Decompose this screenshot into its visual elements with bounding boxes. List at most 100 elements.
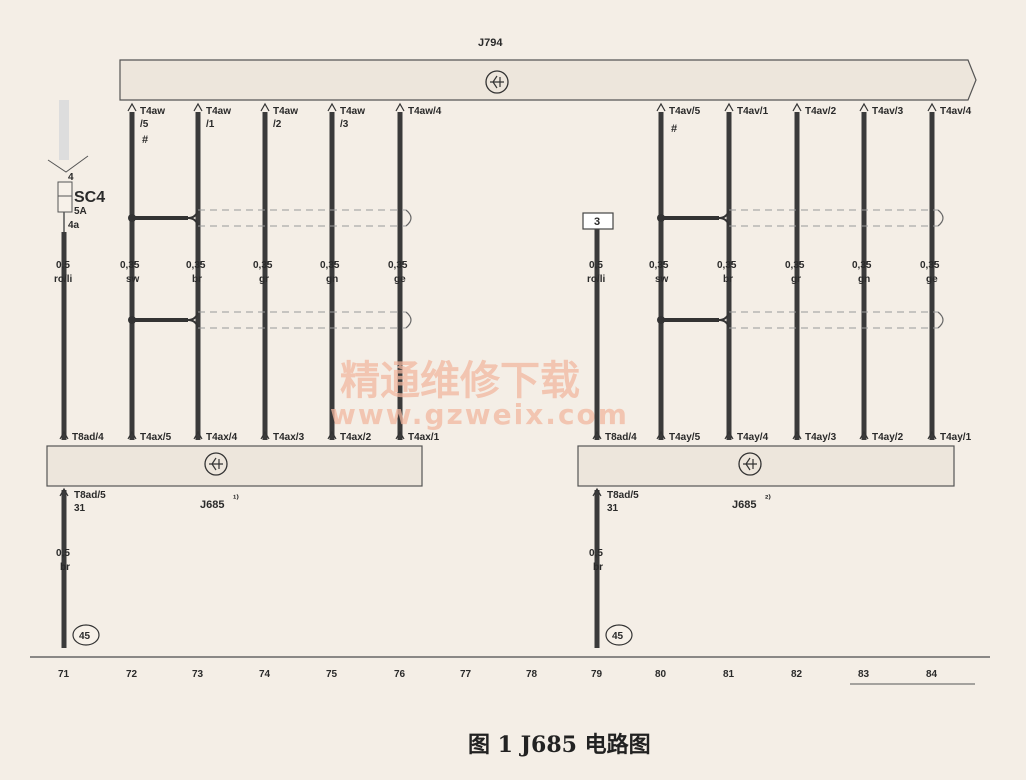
connector-box-3: 3 — [582, 212, 614, 230]
wire-color-label: sw — [126, 274, 140, 285]
wire-bottom-label: T4ay/5 — [669, 432, 701, 443]
wire-top-label: T4av/2 — [805, 106, 837, 117]
wire-color-label: gr — [791, 274, 801, 285]
arrow-up-icon — [127, 430, 137, 440]
wire-bottom-label: T4ax/3 — [273, 432, 305, 443]
fuse-name: SC4 — [74, 189, 105, 206]
arrow-up-icon — [927, 430, 937, 440]
shield-end-curve — [937, 209, 944, 227]
arrow-up-icon — [327, 430, 337, 440]
grid-number: 77 — [460, 669, 472, 680]
module-symbol-icon — [204, 452, 228, 476]
module-symbol-icon — [485, 70, 509, 94]
shield-end-curve — [405, 209, 412, 227]
wire-color-label: sw — [655, 274, 669, 285]
ground-wire-size: 0,5 — [589, 548, 603, 559]
watermark: 精通维修下载 www.gzweix.com — [330, 358, 629, 431]
wire-bottom-label: T4ax/2 — [340, 432, 372, 443]
arrow-up-icon — [656, 102, 666, 112]
wire-top-label: T4aw — [273, 106, 298, 117]
grid-number: 73 — [192, 669, 204, 680]
arrow-up-icon — [724, 102, 734, 112]
wire-color-label: ge — [926, 274, 938, 285]
wire-color-label: gn — [858, 274, 870, 285]
supply-wire-size: 0,5 — [589, 260, 603, 271]
wire-size-label: 0,35 — [186, 260, 206, 271]
ground-wire-color: br — [593, 562, 603, 573]
wire-color-label: gr — [259, 274, 269, 285]
arrow-up-icon — [927, 102, 937, 112]
wire-top-pin: /2 — [273, 119, 282, 130]
supply-wire-size: 0,5 — [56, 260, 70, 271]
watermark-line2: www.gzweix.com — [330, 398, 629, 431]
ground-point-marker — [72, 624, 100, 646]
figure-caption: 图 1 J685 电路图 — [468, 732, 651, 758]
shield-fork-line — [718, 209, 730, 227]
arrow-up-icon — [59, 430, 69, 440]
arrow-up-icon — [327, 102, 337, 112]
j794-module: J794 — [119, 37, 977, 101]
ground-point-marker — [605, 624, 633, 646]
grid-number: 78 — [526, 669, 538, 680]
grid-number: 79 — [591, 669, 603, 680]
wire-bottom-label: T4ax/4 — [206, 432, 238, 443]
grid-number: 80 — [655, 669, 667, 680]
shield-fork-line — [187, 209, 199, 227]
shield-end-curve — [937, 311, 944, 329]
ground-wire-top-label: T8ad/5 — [74, 490, 106, 501]
wire-size-label: 0,35 — [852, 260, 872, 271]
arrow-up-icon — [859, 430, 869, 440]
wire-size-label: 0,35 — [253, 260, 273, 271]
wire-top-label: T4aw/4 — [408, 106, 442, 117]
wire-bottom-label: T4ay/2 — [872, 432, 904, 443]
shield-fork-line — [187, 311, 199, 329]
grid-number: 74 — [259, 669, 271, 680]
connector-box-3-label: 3 — [594, 216, 600, 228]
hash-mark: # — [671, 123, 677, 135]
supply-wire-color: ro/li — [587, 274, 606, 285]
j794-label: J794 — [478, 37, 503, 49]
arrow-up-icon — [59, 487, 69, 497]
grid-number: 83 — [858, 669, 870, 680]
arrow-up-icon — [792, 430, 802, 440]
wire-top-label: T4aw — [340, 106, 365, 117]
wire-top-pin: /1 — [206, 119, 215, 130]
wire-color-label: br — [723, 274, 733, 285]
wire-size-label: 0,35 — [920, 260, 940, 271]
hash-mark: # — [142, 134, 148, 146]
wire-bottom-label: T4ax/1 — [408, 432, 440, 443]
j685-right-label: J685 — [732, 499, 756, 511]
supply-wire-bottom-label: T8ad/4 — [605, 432, 637, 443]
wire-bottom-label: T4ay/4 — [737, 432, 769, 443]
arrow-up-icon — [260, 102, 270, 112]
ground-point-number: 45 — [612, 631, 624, 642]
j685-right-footnote: ²⁾ — [765, 494, 771, 505]
arrow-up-icon — [792, 102, 802, 112]
wire-size-label: 0,35 — [388, 260, 408, 271]
wire-size-label: 0,35 — [717, 260, 737, 271]
arrow-up-icon — [592, 430, 602, 440]
wire-top-label: T4aw — [206, 106, 231, 117]
arrow-up-icon — [127, 102, 137, 112]
fuse-sc4: 4 SC4 5A 4a — [47, 100, 105, 231]
supply-wire-bottom-label: T8ad/4 — [72, 432, 104, 443]
ground-wire-color: br — [60, 562, 70, 573]
wire-bottom-label: T4ay/1 — [940, 432, 972, 443]
j685-left-label: J685 — [200, 499, 224, 511]
fuse-pin-bottom: 4a — [68, 220, 80, 231]
arrow-up-icon — [724, 430, 734, 440]
fuse-pin-top: 4 — [68, 172, 74, 183]
wire-top-label: T4av/4 — [940, 106, 972, 117]
wire-size-label: 0,35 — [120, 260, 140, 271]
grid-number: 75 — [326, 669, 338, 680]
wire-top-label: T4av/5 — [669, 106, 701, 117]
wire-bottom-label: T4ay/3 — [805, 432, 837, 443]
grid-number: 71 — [58, 669, 70, 680]
wire-top-label: T4av/3 — [872, 106, 904, 117]
arrow-up-icon — [859, 102, 869, 112]
arrow-up-icon — [193, 102, 203, 112]
arrow-up-icon — [592, 487, 602, 497]
